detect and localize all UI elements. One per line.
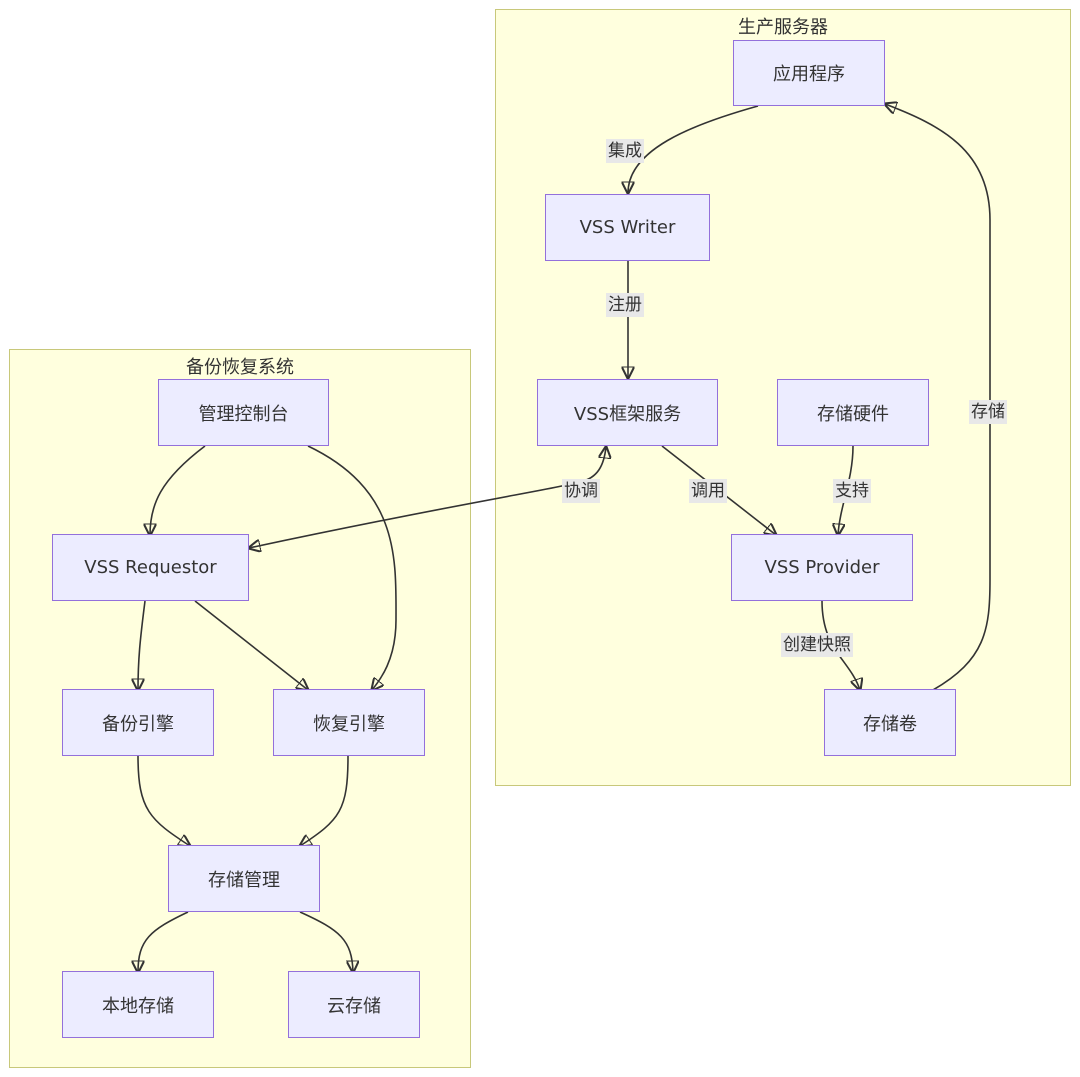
edge-label-coordinate: 协调 (562, 479, 600, 503)
node-storage-hardware[interactable]: 存储硬件 (777, 379, 929, 446)
edge-backup-to-storage (137, 755, 190, 846)
edge-label-register: 注册 (606, 293, 644, 317)
node-vss-requestor[interactable]: VSS Requestor (52, 534, 249, 601)
backup-restore-title: 备份恢复系统 (186, 357, 294, 378)
edge-console-to-requestor (150, 445, 206, 535)
node-management-console[interactable]: 管理控制台 (158, 379, 329, 446)
node-local-storage[interactable]: 本地存储 (62, 971, 214, 1038)
edge-label-support: 支持 (833, 479, 871, 503)
edge-requestor-framework-coordinate (249, 447, 606, 548)
edge-app-to-writer (628, 105, 759, 193)
edge-label-invoke: 调用 (689, 479, 727, 503)
node-cloud-storage[interactable]: 云存储 (288, 971, 420, 1038)
edge-label-store: 存储 (969, 400, 1007, 424)
edge-restore-to-storage (300, 755, 349, 846)
edge-requestor-to-backup (138, 600, 146, 690)
production-server-title: 生产服务器 (738, 17, 828, 38)
edge-requestor-to-restore (194, 600, 308, 690)
node-storage-management[interactable]: 存储管理 (168, 845, 320, 912)
node-application[interactable]: 应用程序 (733, 40, 885, 106)
node-vss-provider[interactable]: VSS Provider (731, 534, 913, 601)
edge-storage-to-local (138, 911, 189, 972)
edge-storage-to-cloud (299, 911, 353, 972)
node-storage-volume[interactable]: 存储卷 (824, 689, 956, 756)
node-restore-engine[interactable]: 恢复引擎 (273, 689, 425, 756)
edge-label-snapshot: 创建快照 (781, 633, 853, 657)
node-backup-engine[interactable]: 备份引擎 (62, 689, 214, 756)
edge-volume-to-app (885, 104, 991, 691)
edge-console-to-restore (307, 445, 397, 690)
edge-label-integrate: 集成 (606, 139, 644, 163)
node-vss-framework-service[interactable]: VSS框架服务 (537, 379, 718, 446)
node-vss-writer[interactable]: VSS Writer (545, 194, 710, 261)
